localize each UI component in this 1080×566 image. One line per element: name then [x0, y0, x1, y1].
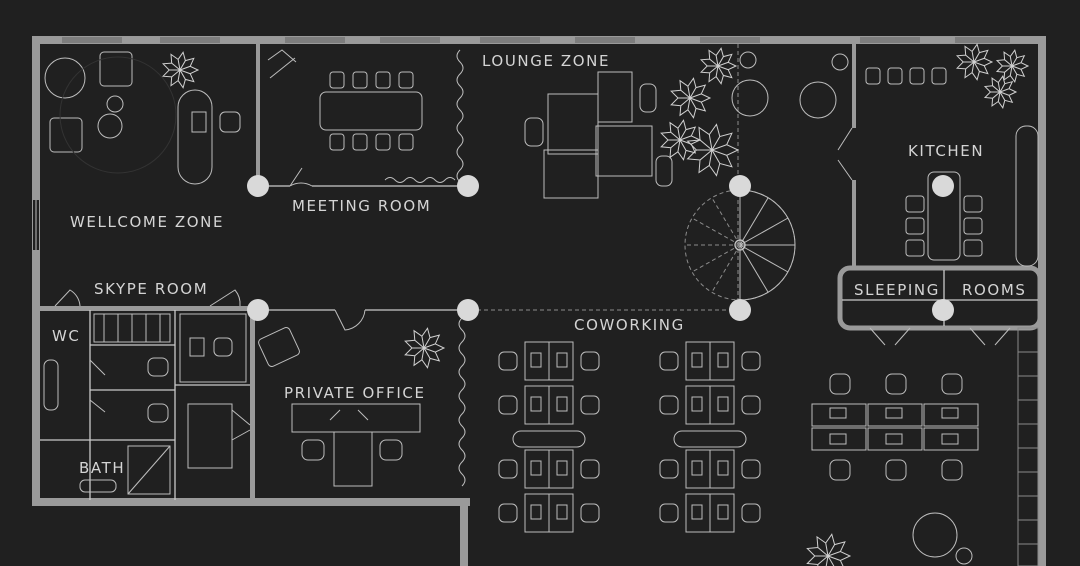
bench [673, 430, 747, 448]
round-table [912, 512, 973, 565]
label-wc: WC [52, 327, 81, 345]
furniture [43, 49, 1039, 495]
chair [498, 503, 518, 523]
chair [498, 351, 518, 371]
label-skype-room: SKYPE ROOM [94, 280, 208, 298]
interior-walls [40, 44, 1043, 566]
chair [659, 395, 679, 415]
chair [659, 459, 679, 479]
chair [659, 503, 679, 523]
desk [923, 427, 979, 451]
label-lounge-zone: LOUNGE ZONE [482, 52, 610, 70]
chair [885, 373, 907, 395]
label-rooms: ROOMS [962, 281, 1027, 299]
plant [686, 123, 740, 177]
chair [829, 373, 851, 395]
chair [941, 373, 963, 395]
plant [955, 43, 994, 81]
plant [983, 75, 1018, 109]
label-private-office: PRIVATE OFFICE [284, 384, 426, 402]
chair [941, 459, 963, 481]
label-sleeping: SLEEPING [854, 281, 940, 299]
label-bath: BATH [79, 459, 125, 477]
plant [660, 119, 702, 161]
plant [699, 47, 738, 85]
chair [498, 395, 518, 415]
plants [161, 43, 1030, 566]
bench [512, 430, 586, 448]
label-meeting-room: MEETING ROOM [292, 197, 431, 215]
desk [867, 427, 923, 451]
chair [741, 395, 761, 415]
plant [670, 77, 712, 119]
chair [659, 351, 679, 371]
chair [580, 503, 600, 523]
desk [867, 403, 923, 427]
chair [580, 351, 600, 371]
coworking-desks [498, 341, 761, 533]
right-desks [811, 373, 979, 481]
label-welcome-zone: WELLCOME ZONE [70, 213, 224, 231]
label-coworking: COWORKING [574, 316, 685, 334]
label-kitchen: KITCHEN [908, 142, 984, 160]
chair [580, 395, 600, 415]
chair [498, 459, 518, 479]
chair [580, 459, 600, 479]
desk [923, 403, 979, 427]
chair [885, 459, 907, 481]
outer-walls [32, 36, 1046, 566]
plant [404, 327, 446, 369]
chair [829, 459, 851, 481]
plant [161, 51, 200, 89]
column-nodes [247, 175, 954, 321]
plant [806, 533, 852, 566]
desk [811, 427, 867, 451]
chair [741, 459, 761, 479]
chair [741, 503, 761, 523]
desk [811, 403, 867, 427]
chair [741, 351, 761, 371]
room-labels: LOUNGE ZONE KITCHEN WELLCOME ZONE MEETIN… [52, 52, 1027, 477]
spiral-staircase [684, 189, 796, 301]
